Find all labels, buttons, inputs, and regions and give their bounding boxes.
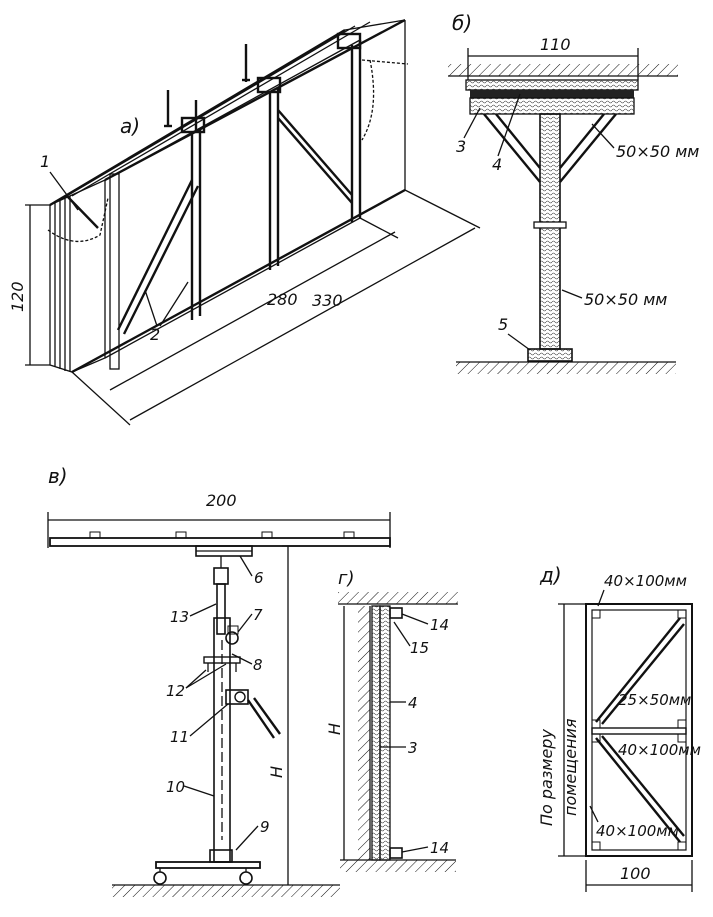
panel-v-beam xyxy=(49,537,391,547)
panel-a-inner-top xyxy=(119,39,361,173)
panel-a-dim-height: 120 xyxy=(8,204,50,366)
svg-text:330: 330 xyxy=(312,291,343,310)
svg-text:5: 5 xyxy=(498,315,508,334)
panel-a-end-face xyxy=(49,178,106,373)
svg-text:12: 12 xyxy=(166,682,185,700)
svg-text:15: 15 xyxy=(410,639,429,657)
panel-b-deck xyxy=(465,79,639,91)
svg-text:280: 280 xyxy=(267,290,298,309)
callout-2: 2 xyxy=(150,325,160,344)
panel-d-frame xyxy=(585,603,693,857)
panel-a-clamps xyxy=(164,32,362,134)
svg-text:9: 9 xyxy=(260,818,270,836)
panel-g-dim-height: Н xyxy=(325,723,344,735)
svg-text:40×100мм: 40×100мм xyxy=(618,741,701,759)
svg-text:6: 6 xyxy=(254,569,264,587)
svg-text:11: 11 xyxy=(170,728,189,746)
panel-v-ground-hatch xyxy=(112,885,340,897)
svg-text:8: 8 xyxy=(253,656,263,674)
svg-text:25×50мм: 25×50мм xyxy=(618,691,691,709)
svg-text:4: 4 xyxy=(408,694,418,712)
panel-b-crossbar xyxy=(469,97,635,115)
svg-text:14: 14 xyxy=(430,616,449,634)
panel-v-base xyxy=(155,861,261,869)
panel-g-wall-hatch xyxy=(358,606,370,860)
svg-text:3: 3 xyxy=(408,739,418,757)
panel-v-dim-height: Н xyxy=(267,766,286,778)
panel-v-inner-tube xyxy=(216,583,226,635)
svg-text:14: 14 xyxy=(430,839,449,857)
panel-b-splice xyxy=(533,221,567,229)
panel-b-label: б) xyxy=(452,11,472,35)
panel-d-dim-width: 100 xyxy=(620,864,651,883)
panel-b-ceiling-hatch xyxy=(448,64,678,76)
svg-text:4: 4 xyxy=(492,155,502,174)
panel-b-wedge xyxy=(527,348,573,362)
panel-a-end-layers xyxy=(54,196,71,372)
svg-text:40×100мм: 40×100мм xyxy=(604,572,687,590)
svg-text:10: 10 xyxy=(166,778,185,796)
panel-d-mid-rail xyxy=(591,727,687,735)
panel-g: г) Н 14 15 4 3 14 xyxy=(325,568,458,872)
panel-d-label: д) xyxy=(539,563,562,587)
panel-b-post xyxy=(539,113,561,350)
panel-a-braces xyxy=(116,109,353,335)
panel-g-label: г) xyxy=(338,568,354,589)
panel-a-dim-length: 280 330 xyxy=(71,189,481,426)
panel-d-side-label-1: По размеру xyxy=(537,729,556,826)
panel-a-chain-right xyxy=(361,59,409,141)
panel-b-floor-hatch xyxy=(456,362,676,374)
svg-text:3: 3 xyxy=(456,137,466,156)
panel-a-chain-left xyxy=(47,197,109,242)
panel-a-ribs xyxy=(109,40,362,370)
svg-text:7: 7 xyxy=(253,606,263,624)
callout-1: 1 xyxy=(40,152,50,171)
panel-v-wheel-left xyxy=(153,871,167,885)
panel-v-collar xyxy=(225,689,249,705)
panel-b-bearer xyxy=(470,90,634,98)
svg-text:13: 13 xyxy=(170,608,189,626)
panel-g-sheathing xyxy=(379,605,391,861)
panel-a: а) xyxy=(8,18,481,426)
panel-a-label: а) xyxy=(120,114,140,138)
svg-text:40×100мм: 40×100мм xyxy=(596,822,679,840)
panel-d: д) 40×100мм 25×50мм 40×100мм 40×100мм По… xyxy=(537,563,701,892)
panel-v: в) 200 xyxy=(47,464,391,897)
panel-d-side-label-2: помещения xyxy=(561,718,580,816)
panel-g-board xyxy=(371,605,381,861)
panel-v-wheel-right xyxy=(239,871,253,885)
svg-text:120: 120 xyxy=(8,281,27,312)
panel-v-dim-width: 200 xyxy=(206,491,237,510)
svg-text:50×50 мм: 50×50 мм xyxy=(616,142,699,161)
panel-b-dim-top: 110 xyxy=(540,35,571,54)
panel-v-label: в) xyxy=(48,464,68,488)
svg-text:50×50 мм: 50×50 мм xyxy=(584,290,667,309)
panel-b: б) 110 3 4 50×50 мм 50×50 мм 5 xyxy=(448,11,699,374)
panel-v-lock xyxy=(225,631,239,645)
